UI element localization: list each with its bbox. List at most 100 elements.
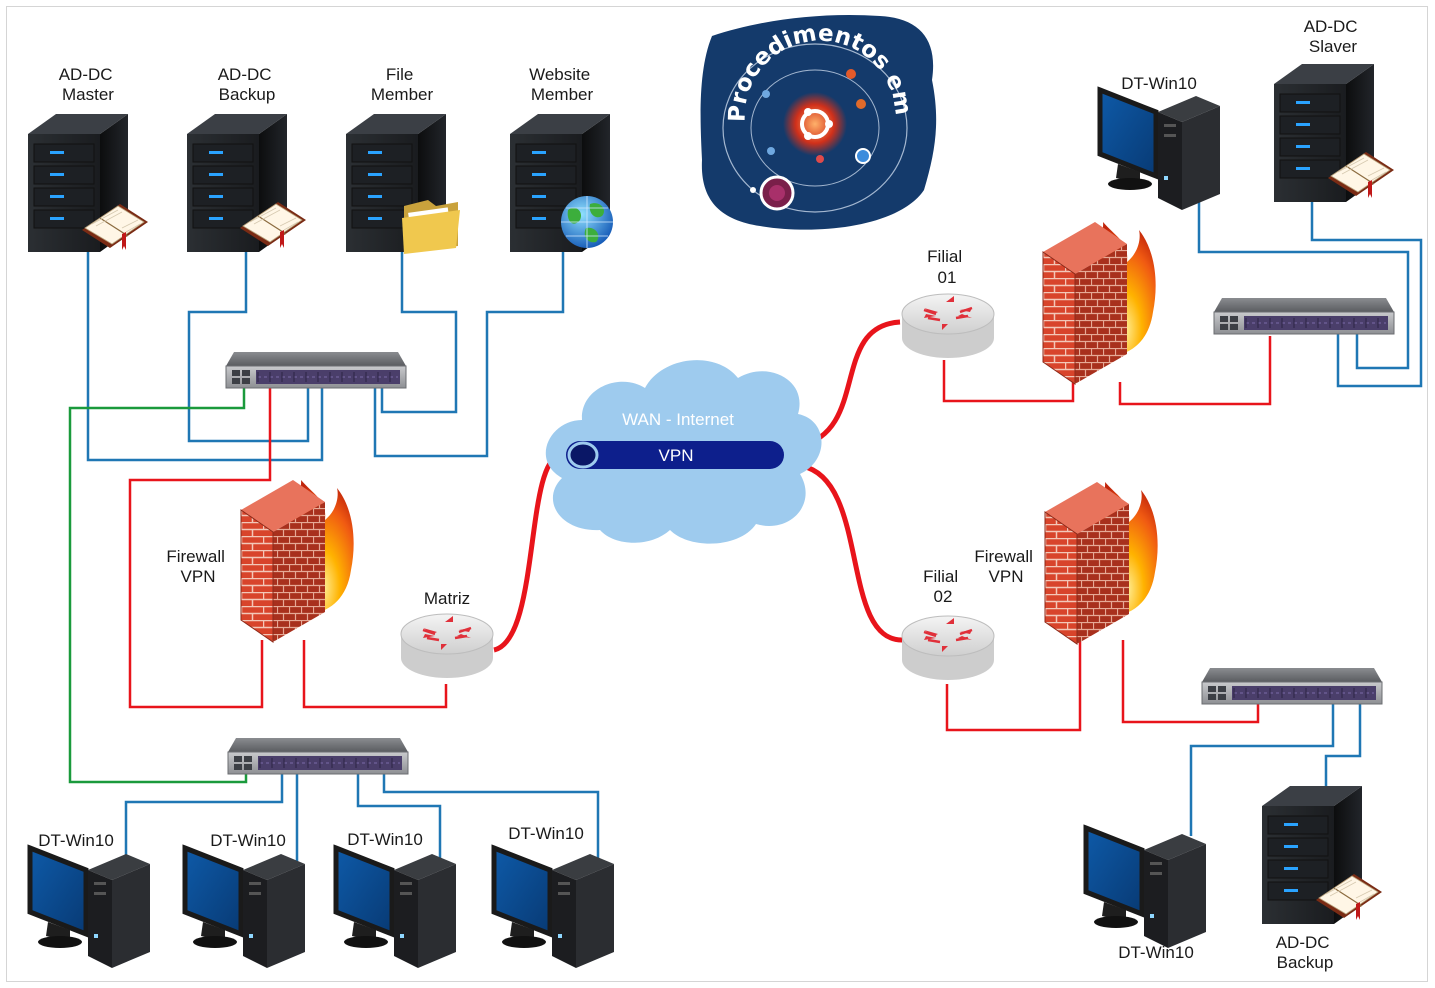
ad-br-label-1: AD-DC [1276, 933, 1330, 952]
router-matriz: Matriz [399, 589, 495, 680]
router-filial01: Filial 01 [900, 247, 996, 360]
svg-text:File Member: File Member [371, 65, 434, 104]
dt-br-label: DT-Win10 [1118, 943, 1194, 962]
svg-text:AD-DC Master: AD-DC Master [59, 65, 118, 104]
firewall-matriz: Firewall VPN [166, 479, 355, 643]
link-firewall-matriz [302, 640, 448, 709]
server-ad-dc-slaver: AD-DC Slaver [1273, 17, 1395, 203]
desktop-pc-icon [1086, 828, 1206, 948]
link-firewall-switch-br [1121, 640, 1260, 724]
filial02-label-2: 02 [934, 587, 953, 606]
router-icon [900, 614, 996, 682]
switch-matriz-desktops [227, 737, 409, 775]
svg-text:Firewall VPN: Firewall VPN [166, 547, 229, 586]
link-ad-br [1324, 704, 1362, 786]
server-file-member: File Member [345, 65, 460, 254]
firewall-right-label-2: VPN [989, 567, 1024, 586]
svg-text:AD-DC Slaver: AD-DC Slaver [1304, 17, 1363, 56]
vpn-label: VPN [659, 446, 694, 465]
desktop-dt4: DT-Win10 [494, 824, 614, 968]
desktop-pc-icon [1100, 90, 1220, 210]
svg-text:Firewall VPN: Firewall VPN [974, 547, 1037, 586]
firewall-left-label-2: VPN [181, 567, 216, 586]
wan-links [493, 319, 903, 653]
procedimentos-em-ti-logo: Procedimentos em TI [0, 0, 937, 230]
globe-icon [561, 196, 613, 248]
desktop-dt-top: DT-Win10 [1100, 74, 1220, 210]
link-ad-backup [187, 240, 310, 443]
server-ad-dc-master: AD-DC Master [27, 65, 149, 253]
link-dt1 [124, 770, 284, 862]
server-website-member: Website Member [509, 65, 613, 253]
svg-text:Filial 01: Filial 01 [927, 247, 967, 287]
link-dt3 [356, 770, 442, 862]
file-member-label-1: File [386, 65, 413, 84]
link-dt-top [1197, 196, 1410, 370]
firewall-icon [240, 479, 355, 643]
link-switch-firewall [128, 384, 272, 709]
switch-filial01 [1213, 297, 1395, 335]
ad-slaver-label-1: AD-DC [1304, 17, 1358, 36]
dt2-label: DT-Win10 [210, 831, 286, 850]
desktop-dt3: DT-Win10 [336, 830, 456, 968]
firewall-links [128, 336, 1272, 732]
link-dt4 [382, 770, 600, 862]
svg-text:AD-DC Backup: AD-DC Backup [1276, 933, 1335, 972]
desktop-dt-br: DT-Win10 [1086, 828, 1206, 962]
server-ad-dc-backup: AD-DC Backup [186, 65, 307, 253]
svg-text:AD-DC Backup: AD-DC Backup [218, 65, 277, 104]
firewall-icon [1044, 481, 1159, 645]
link-dt-br [1189, 704, 1335, 836]
ad-slaver-label-2: Slaver [1309, 37, 1358, 56]
filial01-label-1: Filial [927, 247, 962, 266]
folder-icon [402, 200, 460, 254]
matriz-label: Matriz [424, 589, 470, 608]
file-member-label-2: Member [371, 85, 434, 104]
router-filial02: Filial 02 [900, 567, 996, 682]
dt3-label: DT-Win10 [347, 830, 423, 849]
router-icon [900, 292, 996, 360]
website-member-label-2: Member [531, 85, 594, 104]
switch-filial02 [1201, 667, 1383, 705]
desktop-dt2: DT-Win10 [185, 831, 305, 968]
svg-text:Filial 02: Filial 02 [923, 567, 963, 606]
wan-link-filial01 [799, 319, 901, 449]
link-file-member [380, 236, 458, 414]
server-ad-dc-backup-filial02: AD-DC Backup [1261, 785, 1383, 972]
website-member-label-1: Website [529, 65, 590, 84]
firewall-right-label-1: Firewall [974, 547, 1033, 566]
lan-links [86, 190, 1423, 862]
desktop-pc-icon [336, 848, 456, 968]
svg-text:Website Member: Website Member [529, 65, 595, 104]
firewall-filial02: Firewall VPN [974, 481, 1159, 645]
firewall-filial01 [1042, 221, 1157, 385]
link-switch-trunk [68, 384, 248, 784]
vpn-tunnel [566, 441, 784, 469]
wan-label: WAN - Internet [622, 410, 734, 429]
link-ad-master [86, 240, 324, 462]
ad-br-label-2: Backup [1277, 953, 1334, 972]
dt4-label: DT-Win10 [508, 824, 584, 843]
link-firewall-switch-top [1118, 336, 1272, 406]
wan-link-matriz [493, 453, 561, 653]
firewall-left-label-1: Firewall [166, 547, 225, 566]
ad-master-label-1: AD-DC [59, 65, 113, 84]
dt1-label: DT-Win10 [38, 831, 114, 850]
switch-matriz-servers [225, 351, 407, 389]
desktop-dt1: DT-Win10 [30, 831, 150, 968]
link-ad-slaver [1310, 190, 1423, 388]
ad-backup-label-2: Backup [219, 85, 276, 104]
link-website-member [373, 250, 565, 458]
wan-link-filial02 [801, 463, 903, 643]
ad-master-label-2: Master [62, 85, 114, 104]
trunk-link [68, 384, 248, 784]
diagram-frame [6, 6, 1428, 982]
desktop-pc-icon [30, 848, 150, 968]
wan-cloud: WAN - Internet VPN [545, 360, 822, 544]
desktop-pc-icon [494, 848, 614, 968]
desktop-pc-icon [185, 848, 305, 968]
link-filial01-firewall [942, 360, 1075, 403]
router-icon [399, 612, 495, 680]
filial02-label-1: Filial [923, 567, 958, 586]
